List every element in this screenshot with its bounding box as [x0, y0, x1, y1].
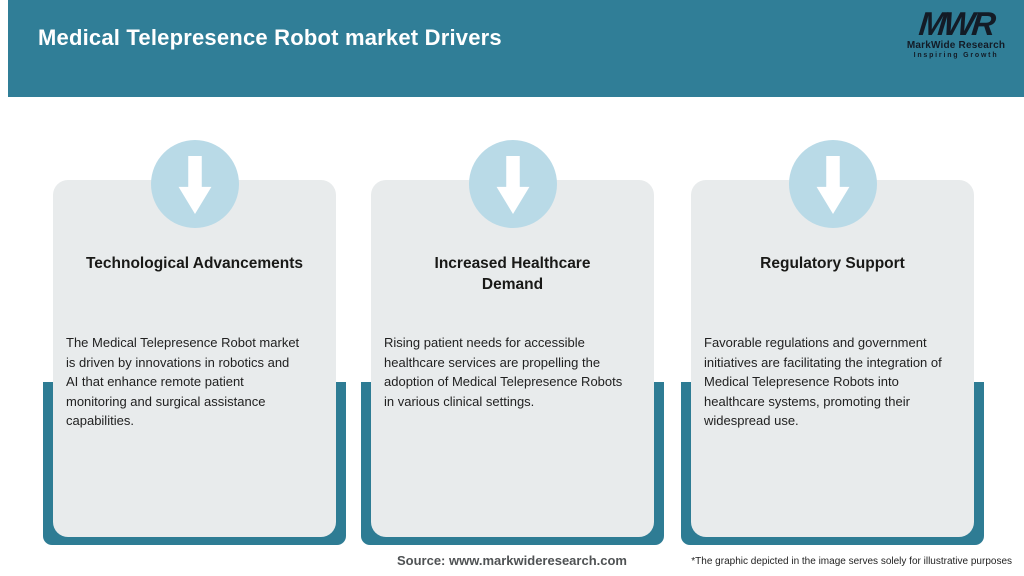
driver-card: Increased Healthcare Demand Rising patie… — [371, 180, 654, 537]
card-description: Rising patient needs for accessible heal… — [384, 335, 623, 409]
driver-column-regulatory-support: Regulatory Support Favorable regulations… — [681, 140, 984, 545]
driver-card: Technological Advancements The Medical T… — [53, 180, 336, 537]
card-title: Technological Advancements — [85, 255, 304, 272]
card-title: Regulatory Support — [760, 255, 905, 272]
logo-name: MarkWide Research — [906, 40, 1006, 51]
driver-column-increased-healthcare-demand: Increased Healthcare Demand Rising patie… — [361, 140, 664, 545]
header-bar: Medical Telepresence Robot market Driver… — [8, 0, 1024, 97]
driver-column-technological-advancements: Technological Advancements The Medical T… — [43, 140, 346, 545]
logo-tagline: Inspiring Growth — [913, 52, 999, 59]
card-description: The Medical Telepresence Robot market is… — [66, 335, 300, 428]
down-arrow-icon — [468, 140, 557, 228]
mwr-monogram-icon: MWR — [917, 5, 995, 42]
card-title: Increased Healthcare Demand — [434, 255, 591, 293]
source-text: Source: www.markwideresearch.com — [396, 553, 627, 568]
card-description: Favorable regulations and government ini… — [704, 335, 942, 428]
markwide-research-logo: MWR MarkWide Research Inspiring Growth — [904, 5, 1008, 59]
disclaimer-text: *The graphic depicted in the image serve… — [691, 556, 1012, 567]
driver-card: Regulatory Support Favorable regulations… — [691, 180, 974, 537]
down-arrow-icon — [788, 140, 877, 228]
down-arrow-icon — [150, 140, 239, 228]
page-title: Medical Telepresence Robot market Driver… — [38, 25, 502, 50]
